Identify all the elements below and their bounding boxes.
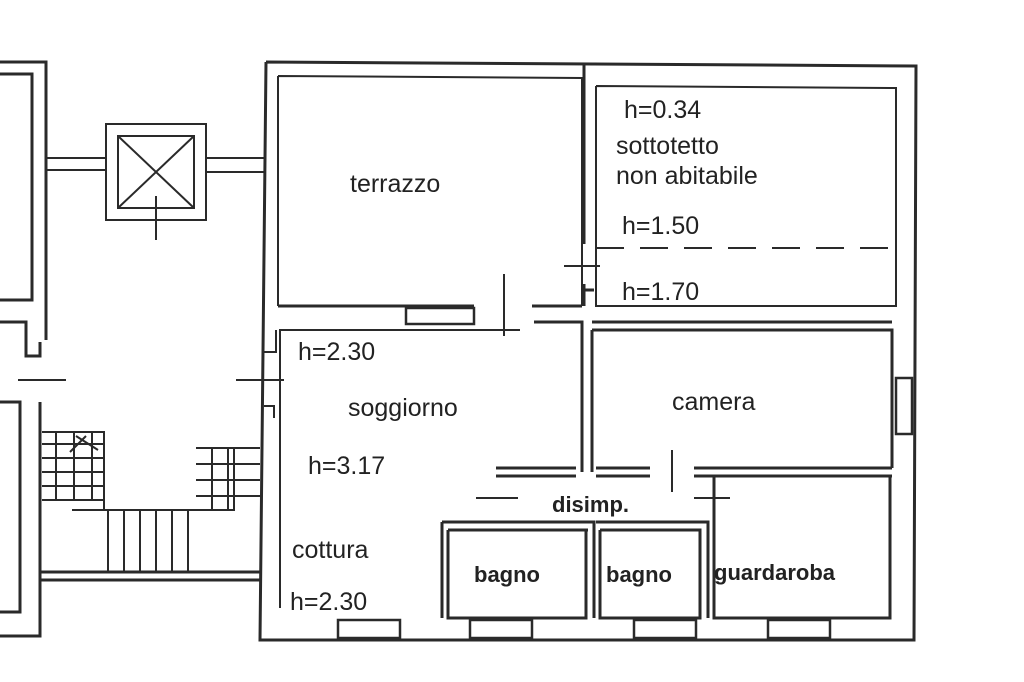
room-label-sottotetto: sottotetto [616,132,719,160]
room-label-guardaroba: guardaroba [714,560,836,585]
room-label-cottura: cottura [292,536,369,564]
elevator-shaft [105,123,207,240]
height-label-soggiorno-entry: h=2.30 [298,338,375,366]
room-label-terrazzo: terrazzo [350,170,440,198]
room-label-bagno-1: bagno [474,562,540,587]
height-label-cottura: h=2.30 [290,588,367,616]
room-label-disimp: disimp. [552,492,629,517]
height-label-soggiorno-center: h=3.17 [308,452,385,480]
room-label-camera: camera [672,388,755,416]
terrazzo-walls [278,274,582,336]
windows [336,376,914,640]
sottotetto-walls [564,64,897,307]
left-building-walls [0,60,66,638]
bathroom-walls [440,474,892,620]
room-label-non-abitabile: non abitabile [616,162,758,190]
interior-partitions [264,320,894,499]
connecting-walkway [40,157,266,582]
apartment-outer-walls [258,60,918,642]
room-label-bagno-2: bagno [606,562,672,587]
height-label-sottotetto-top: h=0.34 [624,96,701,124]
height-label-sottotetto-mid: h=1.50 [622,212,699,240]
room-label-soggiorno: soggiorno [348,394,458,422]
stairwell [42,379,284,572]
height-label-sottotetto-low: h=1.70 [622,278,699,306]
